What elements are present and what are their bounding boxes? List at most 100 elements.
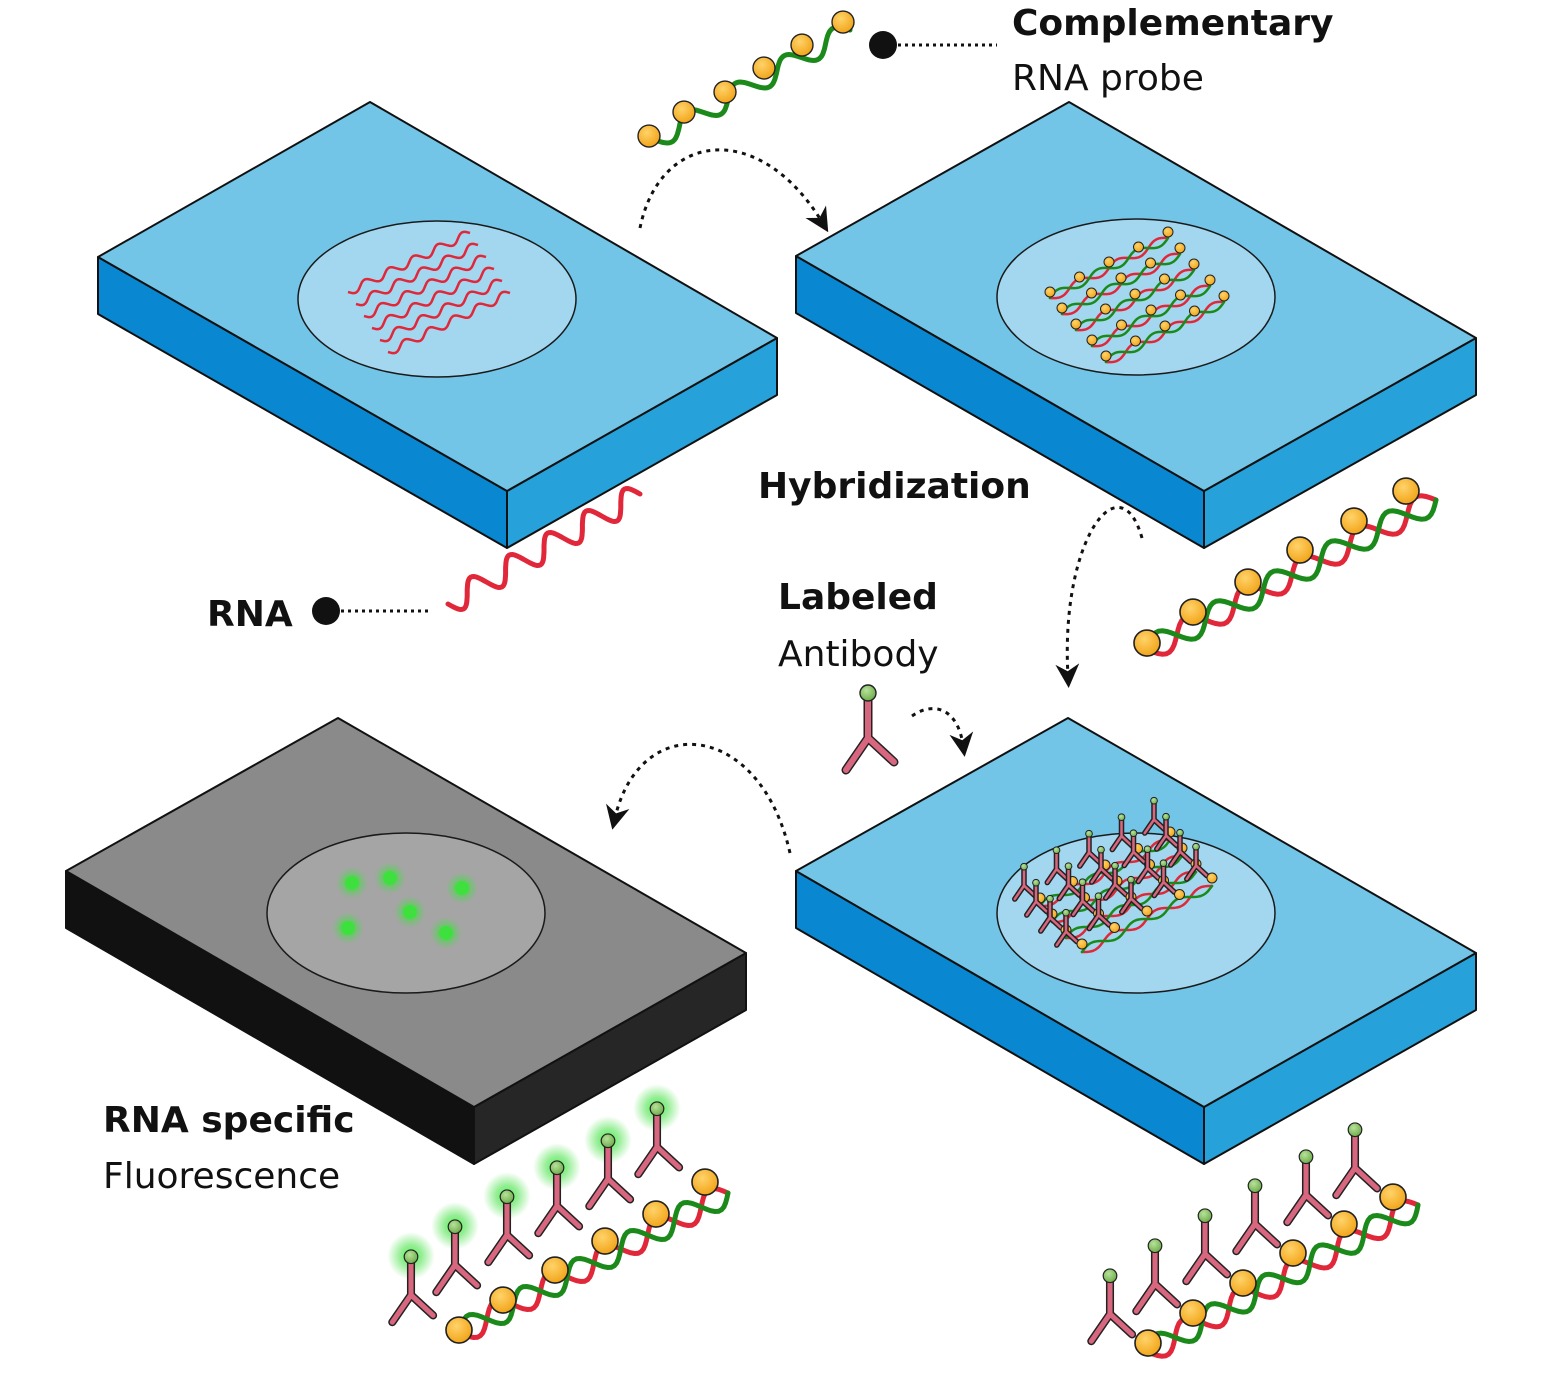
well-rna-strand: [379, 278, 503, 343]
probe-bead: [790, 33, 814, 57]
slide-rna: [97, 101, 778, 549]
antibody-body: [1090, 850, 1114, 884]
well-probe-strand: [1080, 884, 1214, 954]
antibody-body: [843, 695, 897, 773]
antibody-tag: [1064, 862, 1073, 871]
arrow-to-hybridization: [638, 148, 829, 233]
antibody-body: [1078, 834, 1102, 868]
sample-well: [297, 220, 577, 378]
well-rna-strand: [347, 230, 471, 295]
well-probe-bead: [1086, 334, 1098, 346]
well-probe-bead: [1162, 226, 1174, 238]
antibody-body: [1088, 1277, 1135, 1344]
label-rna-specific: RNA specific: [103, 1100, 355, 1141]
probe-bead: [1392, 477, 1420, 505]
well-probe-bead: [1145, 304, 1157, 316]
well-probe-bead: [1100, 303, 1111, 315]
antibody-body: [1055, 913, 1079, 947]
antibody-tag: [1192, 842, 1200, 851]
antibody-tag: [1143, 845, 1152, 854]
well-probe-bead: [1133, 241, 1144, 253]
probe-bead: [637, 124, 661, 148]
antibody-body: [433, 1228, 480, 1295]
antibody-tag: [1159, 859, 1168, 868]
antibody-tag: [1298, 1149, 1314, 1165]
antibody-tag: [1097, 845, 1105, 854]
antibody-tag: [1032, 878, 1040, 887]
well-probe-bead: [1116, 319, 1127, 331]
antibody-body: [1155, 817, 1179, 851]
slide-antibody: [795, 717, 1477, 1165]
antibody-body: [1046, 851, 1069, 884]
process-arrows: [606, 148, 1144, 854]
antibody-tag: [1197, 1208, 1213, 1224]
antibody-body: [1137, 850, 1160, 883]
leader-lines: [312, 31, 997, 625]
probe-bead: [1330, 1210, 1358, 1238]
probe-bead: [1340, 507, 1368, 535]
well-probe-bead: [1100, 350, 1112, 362]
label-complementary: Complementary: [1012, 3, 1333, 44]
antibody-tag: [1052, 846, 1061, 855]
antibody-body: [1088, 897, 1111, 930]
well-probe-bead: [1159, 273, 1170, 285]
antibody-body: [1058, 867, 1081, 900]
probe-bead: [445, 1316, 473, 1344]
probe-bead: [1133, 629, 1161, 657]
antibody-body: [1072, 883, 1095, 916]
well-probe-bead: [1076, 938, 1088, 950]
hybrid-probe-strand: [1145, 497, 1439, 653]
antibody-tag: [1150, 796, 1158, 805]
arrow-to-fluorescence: [606, 742, 792, 854]
well-probe-strand: [1074, 268, 1196, 332]
arrow-to-antibody-slide: [1055, 505, 1144, 688]
well-probe-bead: [1174, 242, 1186, 254]
antibody-tag: [403, 1249, 419, 1265]
antibody-body: [1025, 883, 1049, 917]
probe-bead: [691, 1168, 719, 1196]
well-probe-bead: [1086, 287, 1097, 299]
probe-bead: [672, 100, 696, 124]
antibody-tag: [447, 1219, 463, 1235]
fluorescent-spot-core: [345, 876, 359, 890]
probe-bead: [541, 1256, 569, 1284]
antibody-illustration: [841, 684, 899, 775]
antibody-body: [635, 1110, 682, 1177]
well-probe-bead: [1206, 872, 1218, 884]
well-probe-bead: [1204, 274, 1216, 286]
antibody-tag: [1078, 878, 1087, 887]
antibody-tag: [1117, 813, 1126, 822]
antibody-body: [1169, 833, 1193, 867]
probe-bead: [831, 10, 855, 34]
probe-bead: [642, 1200, 670, 1228]
probe-bead: [1134, 1329, 1162, 1357]
well-probe-bead: [1141, 905, 1153, 917]
antibody-tag: [859, 684, 877, 702]
antibody-body: [485, 1198, 532, 1265]
antibody-body: [1039, 899, 1063, 933]
well-probe-bead: [1159, 320, 1171, 332]
well-probe-strand: [1104, 300, 1226, 364]
rna-leader-dot: [312, 597, 340, 625]
probe-bead: [489, 1286, 517, 1314]
well-rna-strand: [355, 242, 479, 307]
antibody-tag: [1046, 894, 1054, 903]
well-probe-bead: [1174, 889, 1185, 900]
antibody-body: [1185, 847, 1209, 881]
probe-bead: [752, 56, 776, 80]
antibody-tag: [1062, 908, 1070, 917]
antibody-tag: [1176, 828, 1184, 837]
well-probe-bead: [1074, 271, 1085, 283]
well-probe-strand: [1048, 236, 1170, 300]
antibody-body: [1284, 1158, 1331, 1225]
fluorescent-hybrid-illustration: [387, 1084, 731, 1344]
antibody-tag: [600, 1133, 616, 1149]
antibody-tag: [1147, 1238, 1163, 1254]
well-probe-bead: [1145, 257, 1156, 269]
probe-bead: [1286, 536, 1314, 564]
well-rna-strand: [363, 254, 487, 319]
antibody-tag: [649, 1101, 665, 1117]
antibody-body: [1133, 1247, 1180, 1314]
antibody-tag: [1247, 1178, 1263, 1194]
antibody-body: [389, 1258, 436, 1325]
